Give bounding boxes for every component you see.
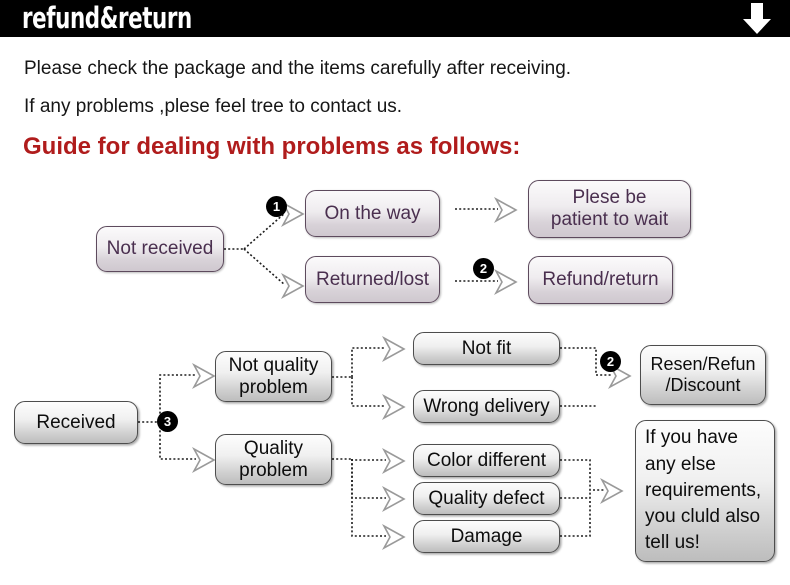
arrow-down-icon xyxy=(743,3,771,34)
guide-heading: Guide for dealing with problems as follo… xyxy=(23,133,521,160)
node-please-be-patient[interactable]: Plese be patient to wait xyxy=(528,180,691,238)
badge-1: 1 xyxy=(266,196,287,217)
node-not-quality-problem[interactable]: Not quality problem xyxy=(215,351,332,402)
node-quality-problem[interactable]: Quality problem xyxy=(215,434,332,485)
node-on-the-way[interactable]: On the way xyxy=(305,190,440,237)
node-received[interactable]: Received xyxy=(14,401,138,444)
badge-3: 3 xyxy=(157,411,178,432)
badge-2-bottom: 2 xyxy=(600,351,621,372)
page-title: refund&return xyxy=(22,1,192,35)
node-damage[interactable]: Damage xyxy=(413,520,560,553)
node-resend-refund-discount[interactable]: Resen/Refun /Discount xyxy=(640,345,766,405)
node-not-received[interactable]: Not received xyxy=(96,226,224,272)
header-banner: refund&return xyxy=(0,0,790,37)
intro-line-1: Please check the package and the items c… xyxy=(24,58,572,79)
node-quality-defect[interactable]: Quality defect xyxy=(413,482,560,515)
node-returned-lost[interactable]: Returned/lost xyxy=(305,256,440,303)
node-refund-return[interactable]: Refund/return xyxy=(528,256,673,304)
badge-2-top: 2 xyxy=(473,258,494,279)
node-wrong-delivery[interactable]: Wrong delivery xyxy=(413,390,560,423)
node-contact-note[interactable]: If you have any else requirements, you c… xyxy=(635,420,775,562)
node-color-different[interactable]: Color different xyxy=(413,444,560,477)
node-not-fit[interactable]: Not fit xyxy=(413,332,560,365)
intro-line-2: If any problems ,plese feel tree to cont… xyxy=(24,96,403,117)
